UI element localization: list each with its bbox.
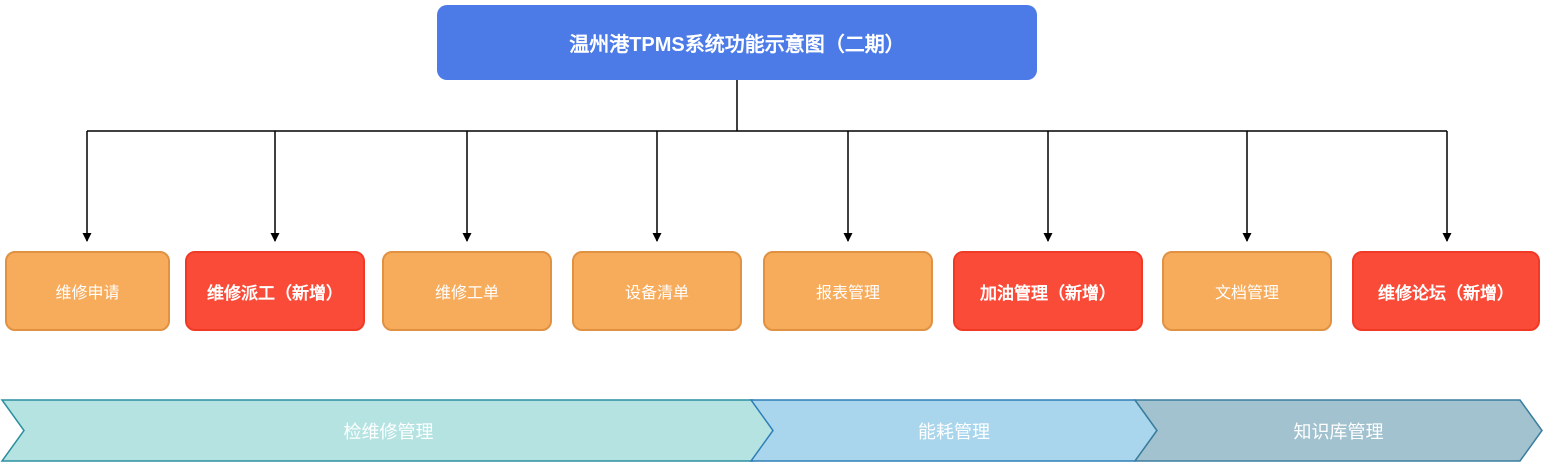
banner-label: 知识库管理: [1293, 421, 1384, 442]
module-label: 加油管理（新增）: [980, 283, 1116, 303]
banner-energy-shape: [749, 399, 1158, 462]
banner-knowledge-shape: [1133, 399, 1543, 462]
module-repair-request: 维修申请: [5, 251, 170, 331]
module-document-management: 文档管理: [1162, 251, 1332, 331]
banner-maintenance-management: 检维修管理: [2, 400, 775, 461]
module-report-management: 报表管理: [763, 251, 933, 331]
module-refueling-management-new: 加油管理（新增）: [953, 251, 1143, 331]
banner-shapes: [0, 399, 1543, 462]
diagram-title-node: 温州港TPMS系统功能示意图（二期）: [437, 5, 1037, 80]
module-repair-dispatch-new: 维修派工（新增）: [185, 251, 365, 331]
banner-maintenance-shape: [0, 399, 776, 462]
banner-energy-management: 能耗管理: [751, 400, 1157, 461]
module-repair-workorder: 维修工单: [382, 251, 552, 331]
banner-label: 能耗管理: [918, 421, 990, 442]
module-label: 维修论坛（新增）: [1378, 283, 1514, 303]
module-label: 文档管理: [1214, 285, 1279, 302]
banner-knowledge-management: 知识库管理: [1135, 400, 1542, 461]
diagram-title: 温州港TPMS系统功能示意图（二期）: [569, 34, 905, 56]
module-label: 维修派工（新增）: [207, 283, 343, 303]
module-label: 报表管理: [815, 285, 880, 302]
module-label: 维修工单: [434, 285, 499, 302]
banner-label: 检维修管理: [343, 421, 434, 442]
module-repair-forum-new: 维修论坛（新增）: [1352, 251, 1540, 331]
module-label: 设备清单: [624, 285, 689, 302]
module-label: 维修申请: [55, 285, 120, 302]
module-equipment-list: 设备清单: [572, 251, 742, 331]
